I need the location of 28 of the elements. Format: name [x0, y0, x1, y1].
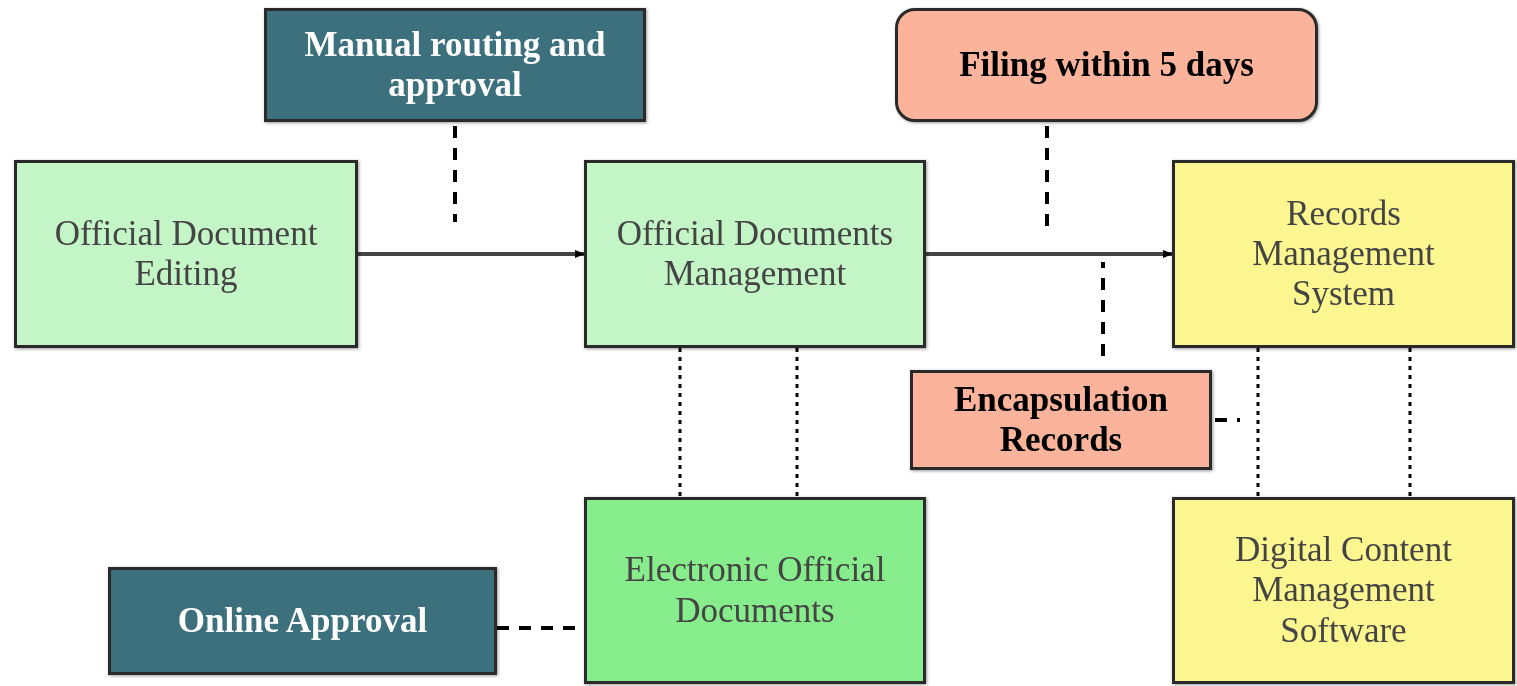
box-label: Encapsulation Records — [953, 379, 1169, 461]
dashed-line — [1408, 348, 1412, 497]
dashed-line — [1045, 126, 1049, 228]
dashed-line — [678, 348, 682, 497]
arrow — [926, 250, 1173, 258]
process-box — [584, 497, 926, 684]
dashed-line — [1101, 262, 1105, 356]
dashed-line — [1256, 348, 1260, 497]
box-label: Official Documents Management — [615, 213, 895, 295]
box-label: Manual routing and approval — [303, 24, 607, 106]
box-label: Filing within 5 days — [959, 44, 1254, 86]
process-box — [1172, 160, 1515, 348]
dashed-line — [1215, 418, 1240, 422]
arrow — [358, 250, 585, 258]
box-label: Official Document Editing — [53, 213, 319, 295]
note-box — [108, 567, 497, 675]
dashed-line — [453, 126, 457, 222]
box-label: Digital Content Management Software — [1234, 530, 1453, 651]
note-box — [895, 8, 1318, 122]
note-box — [910, 370, 1212, 470]
process-box — [584, 160, 926, 348]
process-box — [14, 160, 358, 348]
box-label: Online Approval — [177, 600, 428, 642]
box-label: Electronic Official Documents — [623, 550, 887, 631]
process-box — [1172, 497, 1515, 684]
box-label: Records Management System — [1251, 193, 1436, 315]
note-box — [264, 8, 646, 122]
dashed-line — [795, 348, 799, 497]
